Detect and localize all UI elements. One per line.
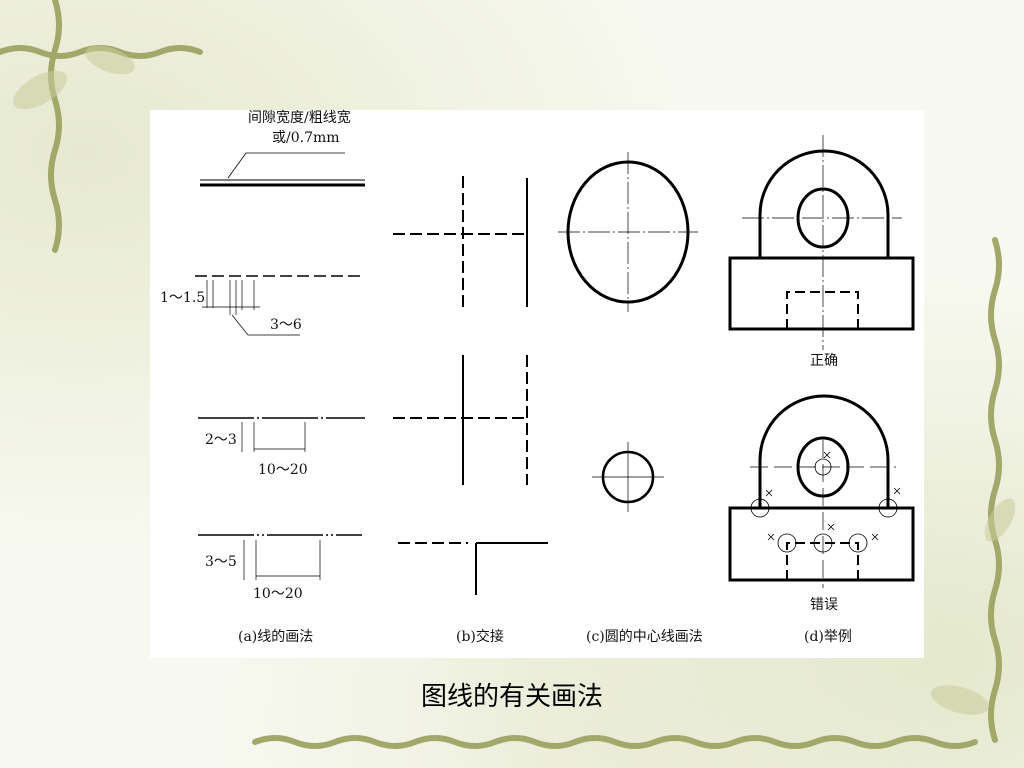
correct-label: 正确 [810, 353, 838, 369]
gap-note-line2: 或/0.7mm [272, 130, 340, 146]
caption-intersections: (b)交接 [456, 629, 504, 645]
gap-leader-line [227, 152, 345, 179]
caption-line-methods: (a)线的画法 [238, 629, 314, 645]
double-chain-gap-label: 3～5 [205, 554, 237, 570]
error-mark-circles [750, 458, 898, 553]
chain-gap-label: 2～3 [205, 432, 237, 448]
wrong-example-drawing [728, 394, 915, 588]
correct-example-drawing [728, 135, 915, 350]
gap-note-line1: 间隙宽度/粗线宽 [248, 110, 351, 126]
wrong-label: 错误 [810, 597, 838, 613]
intersection-examples [393, 176, 548, 595]
chain-length-label-2: 10～20 [253, 586, 303, 602]
diagram-panel: 间隙宽度/粗线宽 或/0.7mm 1～1.5 3～6 2～3 10～20 3～5… [150, 110, 924, 658]
caption-circle-centerlines: (c)圆的中心线画法 [586, 629, 703, 645]
chain-length-label-1: 10～20 [258, 462, 308, 478]
slide-title: 图线的有关画法 [420, 682, 603, 712]
dash-length-label: 3～6 [270, 317, 302, 333]
caption-examples: (d)举例 [804, 629, 852, 645]
line-drawing-diagram [195, 135, 915, 595]
circle-centerline-examples [558, 152, 698, 512]
error-x-marks [765, 451, 901, 541]
dash-gap-label: 1～1.5 [160, 290, 206, 306]
